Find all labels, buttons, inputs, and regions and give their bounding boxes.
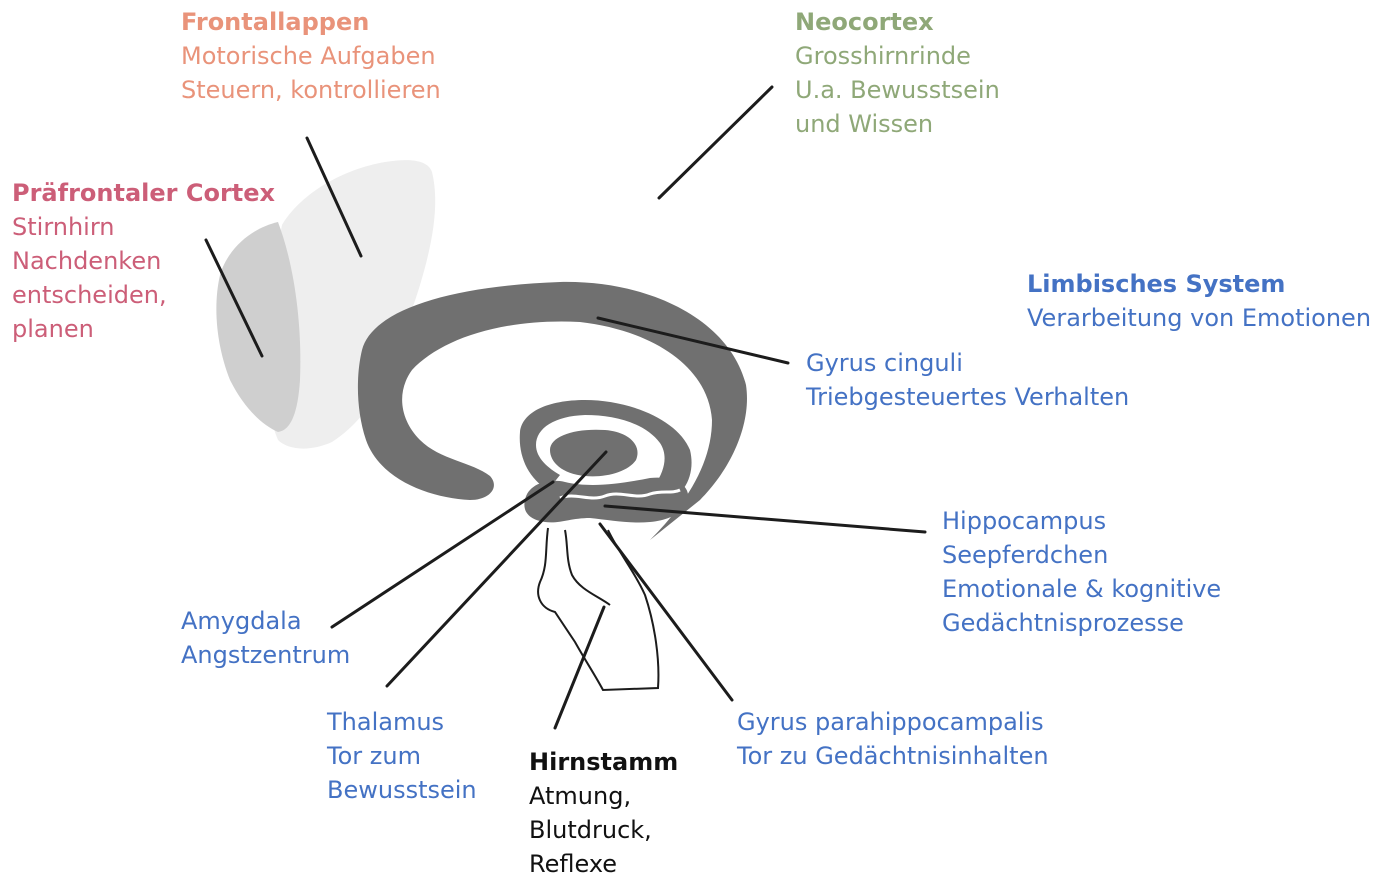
neocortex-line: U.a. Bewusstsein: [795, 73, 1000, 107]
label-amygdala: Amygdala Angstzentrum: [181, 604, 350, 672]
leader-line-neocortex: [659, 87, 772, 198]
praefrontal-line: Nachdenken: [12, 244, 275, 278]
label-hippocampus: Hippocampus Seepferdchen Emotionale & ko…: [942, 504, 1221, 640]
thalamus-shape: [550, 430, 638, 477]
thalamus-line: Thalamus: [327, 705, 477, 739]
frontallappen-title: Frontallappen: [181, 5, 441, 39]
parahippocampalis-line: Gyrus parahippocampalis: [737, 705, 1049, 739]
label-neocortex: Neocortex Grosshirnrinde U.a. Bewusstsei…: [795, 5, 1000, 141]
label-limbisches-system: Limbisches System Verarbeitung von Emoti…: [1027, 267, 1371, 335]
hirnstamm-line: Reflexe: [529, 847, 678, 881]
frontallappen-line: Motorische Aufgaben: [181, 39, 441, 73]
frontallappen-line: Steuern, kontrollieren: [181, 73, 441, 107]
limbisch-title: Limbisches System: [1027, 267, 1371, 301]
leader-line-hirnstamm: [555, 607, 604, 728]
hirnstamm-line: Blutdruck,: [529, 813, 678, 847]
label-gyrus-cinguli: Gyrus cinguli Triebgesteuertes Verhalten: [806, 346, 1129, 414]
brainstem-inner-line: [565, 530, 610, 605]
hippocampus-line: Hippocampus: [942, 504, 1221, 538]
praefrontal-line: planen: [12, 312, 275, 346]
praefrontal-line: Stirnhirn: [12, 210, 275, 244]
label-gyrus-parahippocampalis: Gyrus parahippocampalis Tor zu Gedächtni…: [737, 705, 1049, 773]
label-frontallappen: Frontallappen Motorische Aufgaben Steuer…: [181, 5, 441, 107]
leader-line-parahippocampalis: [600, 524, 732, 700]
praefrontal-line: entscheiden,: [12, 278, 275, 312]
cinguli-line: Gyrus cinguli: [806, 346, 1129, 380]
neocortex-line: und Wissen: [795, 107, 1000, 141]
thalamus-line: Bewusstsein: [327, 773, 477, 807]
hippocampus-line: Seepferdchen: [942, 538, 1221, 572]
thalamus-line: Tor zum: [327, 739, 477, 773]
cinguli-line: Triebgesteuertes Verhalten: [806, 380, 1129, 414]
neocortex-line: Grosshirnrinde: [795, 39, 1000, 73]
amygdala-line: Angstzentrum: [181, 638, 350, 672]
label-praefrontaler-cortex: Präfrontaler Cortex Stirnhirn Nachdenken…: [12, 176, 275, 346]
hirnstamm-title: Hirnstamm: [529, 745, 678, 779]
label-thalamus: Thalamus Tor zum Bewusstsein: [327, 705, 477, 807]
brainstem-shape: [538, 528, 658, 690]
hippocampus-line: Gedächtnisprozesse: [942, 606, 1221, 640]
hirnstamm-line: Atmung,: [529, 779, 678, 813]
parahippocampalis-line: Tor zu Gedächtnisinhalten: [737, 739, 1049, 773]
neocortex-title: Neocortex: [795, 5, 1000, 39]
praefrontal-title: Präfrontaler Cortex: [12, 176, 275, 210]
leader-line-amygdala: [332, 482, 553, 627]
hippocampus-line: Emotionale & kognitive: [942, 572, 1221, 606]
amygdala-line: Amygdala: [181, 604, 350, 638]
label-hirnstamm: Hirnstamm Atmung, Blutdruck, Reflexe: [529, 745, 678, 881]
limbisch-line: Verarbeitung von Emotionen: [1027, 301, 1371, 335]
